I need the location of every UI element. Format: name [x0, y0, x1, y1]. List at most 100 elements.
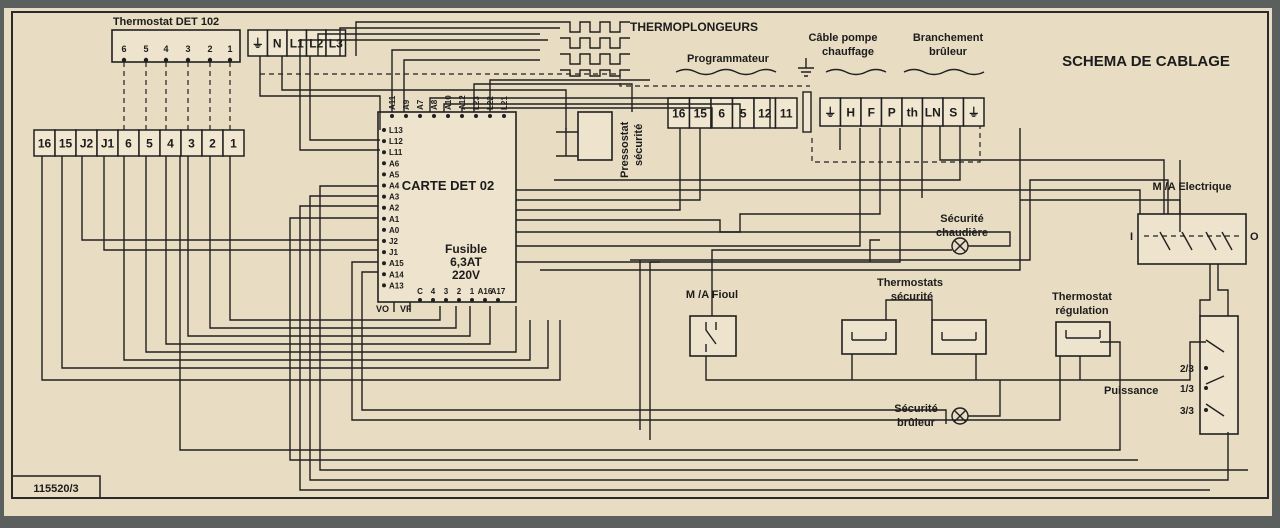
carte-bottom-pin-label: 4	[431, 287, 436, 296]
carte-bottom-pin-label: A16	[478, 287, 493, 296]
carte-left-pin-label: L12	[389, 137, 403, 146]
carte-left-pin-label: J2	[389, 237, 398, 246]
securite-chaudiere-label-1: Sécurité	[940, 213, 983, 225]
carte-left-pin	[382, 161, 386, 166]
thermostat-securite-2	[931, 319, 987, 355]
branchement-cell-label: th	[907, 105, 918, 119]
carte-top-pin-label: A7	[416, 99, 425, 110]
carte-top-pin	[404, 114, 408, 118]
pressostat-box	[577, 111, 613, 161]
carte-top-pin-label: A12	[458, 95, 467, 110]
carte-left-pin	[382, 128, 386, 132]
left-terminal-cell-label: J1	[101, 136, 115, 150]
programmateur-cell-label: 11	[780, 106, 793, 120]
pressostat-label-1: Pressostat	[619, 121, 631, 178]
carte-left-pin	[382, 139, 386, 144]
carte-left-pin-label: A1	[389, 215, 400, 224]
carte-top-pin-label: L21	[500, 96, 509, 110]
pressostat-label-2: sécurité	[633, 124, 645, 166]
thermostat-det102-pin	[143, 57, 149, 63]
carte-bottom-pin	[496, 298, 500, 302]
carte-left-pin-label: A3	[389, 193, 400, 202]
thermostat-det102-pin-label: 3	[185, 44, 190, 54]
securite-chaudiere-label-2: chaudière	[936, 227, 988, 239]
thermostat-det102-pin	[227, 57, 233, 63]
carte-bottom-pin	[444, 298, 448, 302]
branchement-cell-label: S	[949, 105, 957, 119]
left-terminal-cell-label: J2	[80, 136, 94, 150]
carte-fusible-2: 6,3AT	[450, 255, 482, 269]
left-terminal-cell-label: 6	[125, 136, 132, 150]
left-terminal-cell-label: 16	[38, 136, 52, 150]
carte-left-pin-label: A6	[389, 159, 400, 168]
carte-bottom-pin-label: 3	[444, 287, 449, 296]
carte-left-pin-label: A2	[389, 204, 400, 213]
thermostat-det102-pin-label: 6	[121, 44, 126, 54]
carte-top-pin	[432, 114, 436, 118]
ma-electrique-switch	[1137, 213, 1247, 265]
programmateur-cell-label: 15	[694, 106, 708, 120]
carte-top-pin-label: A8	[430, 99, 439, 110]
carte-left-pin	[382, 239, 386, 243]
thermoplongeurs-coils	[560, 21, 630, 77]
thermostat-regulation-box	[1055, 321, 1111, 357]
programmateur-cell	[774, 97, 798, 129]
ma-fioul-switch	[689, 315, 737, 357]
power-terminal-cell-label: L1	[290, 36, 304, 50]
carte-top-pin	[460, 114, 464, 118]
thermostat-securite-1	[841, 319, 897, 355]
programmateur-cell-label: 6	[718, 106, 725, 120]
carte-left-pin	[382, 283, 386, 288]
thermostat-det102-pin	[207, 57, 213, 63]
securite-bruleur-label-2: brûleur	[897, 417, 936, 429]
thermostats-securite-label-2: sécurité	[891, 291, 933, 303]
carte-bottom-pin	[418, 298, 422, 302]
carte-bottom-pin	[483, 298, 487, 302]
thermostats-securite-label-1: Thermostats	[877, 277, 943, 289]
carte-bottom-pin	[431, 298, 435, 302]
puissance-step-contact	[1204, 366, 1208, 370]
wiring	[41, 21, 1248, 491]
carte-left-pin	[382, 272, 386, 277]
carte-det02-title: CARTE DET 02	[402, 178, 494, 193]
branchement-cell-label: P	[888, 105, 896, 119]
carte-fusible-1: Fusible	[445, 242, 487, 256]
thermostat-det102-pin	[121, 57, 127, 63]
power-terminal-cell-label: L3	[329, 36, 343, 50]
carte-left-pin	[382, 205, 386, 210]
thermostat-det102-box	[111, 29, 241, 63]
ma-electrique-label: M /A Electrique	[1152, 181, 1231, 193]
carte-left-pin	[382, 194, 386, 199]
carte-bottom-pin	[470, 298, 474, 302]
branchement-cell-label: LN	[925, 105, 941, 119]
thermostat-regulation-label-2: régulation	[1055, 305, 1108, 317]
carte-left-pin-label: L13	[389, 126, 403, 135]
programmateur-cell-label: 16	[672, 106, 686, 120]
carte-left-pin-label: A14	[389, 270, 404, 279]
carte-left-pin-label: L11	[389, 148, 403, 157]
carte-left-pin	[382, 227, 386, 232]
branchement-label-2: brûleur	[929, 46, 968, 58]
power-terminal-cell-label: N	[273, 36, 282, 50]
reference-number: 115520/3	[33, 483, 78, 495]
branchement-label-1: Branchement	[913, 32, 984, 44]
carte-top-pin-label: L23	[472, 96, 481, 110]
ma-electrique-right-label: O	[1250, 231, 1259, 243]
carte-left-pin-label: A4	[389, 182, 400, 191]
carte-bottom-pin-label: A17	[491, 287, 506, 296]
carte-left-pin-label: A0	[389, 226, 400, 235]
power-terminal-cell-label: ⏚	[252, 36, 264, 50]
thermostat-regulation-label-1: Thermostat	[1052, 291, 1112, 303]
left-terminal-cell-label: 3	[188, 136, 195, 150]
carte-top-pin	[488, 114, 492, 118]
thermostat-det102-pin-label: 5	[143, 44, 148, 54]
ground-icon	[798, 58, 814, 77]
puissance-label: Puissance	[1104, 385, 1158, 397]
programmateur-cell-label: 12	[758, 106, 772, 120]
programmateur-cell-label: 5	[740, 106, 747, 120]
carte-fusible-3: 220V	[452, 268, 480, 282]
